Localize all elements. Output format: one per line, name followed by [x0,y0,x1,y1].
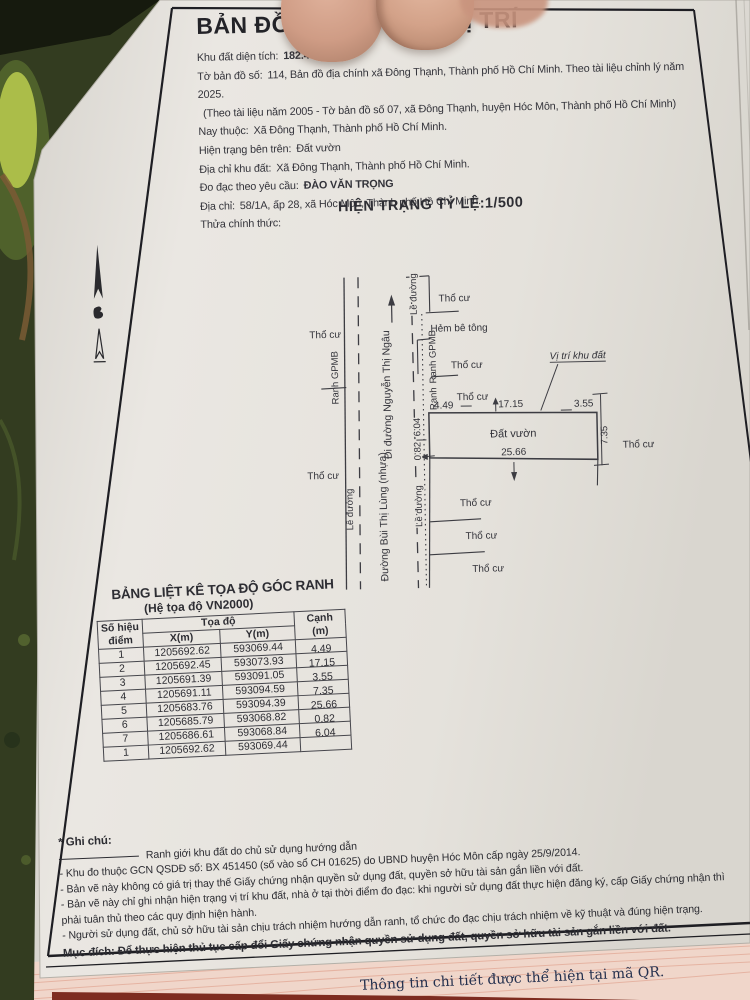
field-label: Đo đạc theo yêu cầu: [199,180,299,195]
site-plan-map: Đi đường Nguyễn Thị Ngâu Đường Bùi Thị L… [85,220,713,606]
dim-left-upper: 6.04 [412,418,423,437]
dim-top-2: 17.15 [498,399,524,411]
lot-divider [429,551,485,556]
col-header-edge: Cạnh(m) [293,609,347,640]
bracket-line [417,338,431,341]
dim-arrow [511,472,518,482]
field-value: ĐÀO VĂN TRỌNG [303,178,394,192]
field-label: Khu đất diện tích: [196,50,279,64]
lot-boundary [596,459,599,486]
label-le-duong-left: Lề đường [344,489,356,531]
dim-right: 7.35 [599,426,610,445]
label-le-duong-right: Lề đường [413,485,425,527]
label-underline [549,360,606,363]
north-arrow-icon [93,244,106,363]
dim-arrow [419,453,428,460]
dim-line-right [599,394,603,466]
road-centerline-left [357,277,362,590]
label-road-nguyen-thi-ngau: Đi đường Nguyễn Thị Ngâu [379,330,395,459]
label-tho-cu: Thổ cư [465,529,497,542]
bracket-line [416,340,419,375]
road-boundary-left-solid [343,277,348,590]
dim-arrow [492,397,499,405]
lot-divider [425,310,459,314]
label-ranh-gpmb-right: Ranh GPMB [427,330,439,384]
cell-y: 593069.44 [225,737,301,756]
label-tho-cu: Thổ cư [451,359,483,372]
dim-top-3: 3.55 [574,398,594,409]
field-label: Nay thuộc: [198,125,249,139]
label-le-duong-top: Lề đường [408,273,420,315]
field-value: Xã Đông Thạnh, Thành phố Hồ Chí Minh. [276,157,470,174]
field-label: Hiện trạng bên trên: [198,143,292,157]
label-dat-vuon: Đất vườn [490,428,537,441]
coordinate-table-block: BẢNG LIỆT KÊ TỌA ĐỘ GÓC RANH (Hệ tọa độ … [95,573,403,762]
lot-divider [431,374,459,378]
label-tho-cu: Thổ cư [309,329,341,342]
label-tho-cu: Thổ cư [623,438,655,451]
bracket-line [428,275,431,312]
label-tho-cu: Thổ cư [472,562,504,575]
cell-point: 1 [103,745,149,762]
label-hem-be-tong: Hẻm bê tông [430,323,487,335]
road-edge-dotted [421,313,428,588]
dim-bottom: 25.66 [501,447,527,459]
field-label: Địa chỉ: [199,199,235,213]
dim-tick [592,392,608,395]
lot-divider [321,387,347,390]
parcel-outline [428,411,599,461]
boundary-line-symbol [58,855,139,860]
label-tho-cu: Thổ cư [438,292,470,305]
label-tho-cu: Thổ cư [460,497,492,510]
label-ranh-right: Ranh [428,387,439,410]
label-road-bui-thi-lung: Đường Bùi Thị Lùng (nhựa) [377,452,392,582]
road-direction-arrowhead [388,294,396,306]
bracket-line [405,275,430,278]
dark-red-strip [52,992,640,1000]
dim-tick [593,463,609,466]
field-value: Xã Đông Thạnh, Thành phố Hồ Chí Minh. [253,121,448,138]
label-vi-tri-khu-dat: Vị trí khu đất [549,349,607,362]
lot-boundary [428,457,431,588]
label-ranh-gpmb-left: Ranh GPMB [330,351,342,405]
leader-line [540,363,559,411]
field-label: Địa chỉ khu đất: [199,162,272,176]
label-tho-cu: Thổ cư [457,391,489,404]
paper-sheet [33,0,750,979]
road-centerline-right [410,276,420,589]
field-label: Tờ bản đồ số: [197,69,263,83]
lot-divider [430,518,482,523]
dim-left-lower: 0.82 [412,442,423,461]
label-tho-cu: Thổ cư [307,470,339,483]
field-value: Đất vườn [296,141,341,155]
dim-top-1: 4.49 [434,400,454,411]
field-value: 114, Bản đồ địa chính xã Đông Thạnh, Thà… [197,60,685,102]
